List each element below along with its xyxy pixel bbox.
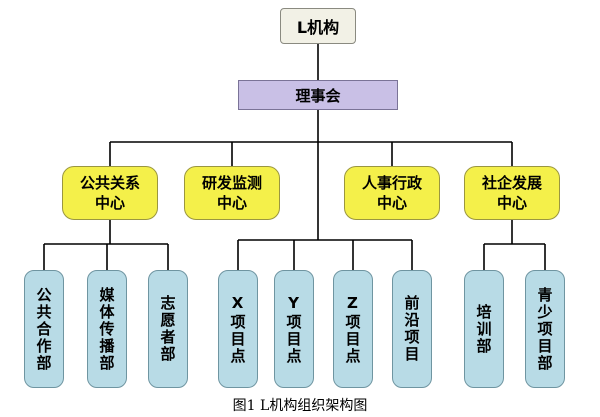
project-y: Y项目点 [274, 270, 314, 388]
dept-public-cooperation: 公共合作部 [24, 270, 64, 388]
center-label: 公共关系 中心 [79, 174, 140, 212]
dept-label: 青少项目部 [535, 286, 554, 372]
root-node: L机构 [280, 8, 356, 44]
dept-label: 公共合作部 [34, 286, 53, 372]
dept-youth-projects: 青少项目部 [525, 270, 565, 388]
dept-media: 媒体传播部 [87, 270, 127, 388]
dept-label: 培训部 [474, 303, 493, 355]
project-z: Z项目点 [333, 270, 373, 388]
figure-caption: 图1 L机构组织架构图 [232, 398, 368, 414]
dept-training: 培训部 [464, 270, 504, 388]
center-label: 社企发展 中心 [481, 174, 542, 212]
center-social-enterprise: 社企发展 中心 [464, 166, 560, 220]
project-frontier: 前沿项目 [392, 270, 432, 388]
dept-volunteer: 志愿者部 [148, 270, 188, 388]
root-label: L机构 [296, 18, 340, 37]
dept-label: 媒体传播部 [97, 286, 116, 372]
center-rd-monitoring: 研发监测 中心 [184, 166, 280, 220]
dept-label: 志愿者部 [158, 295, 177, 363]
project-label: Z项目点 [343, 293, 362, 365]
center-label: 人事行政 中心 [361, 174, 422, 212]
center-label: 研发监测 中心 [201, 174, 262, 212]
project-x: X项目点 [218, 270, 258, 388]
project-label: 前沿项目 [402, 295, 421, 363]
center-hr-admin: 人事行政 中心 [344, 166, 440, 220]
board-node: 理事会 [238, 80, 398, 110]
center-public-relations: 公共关系 中心 [62, 166, 158, 220]
board-label: 理事会 [295, 86, 341, 105]
project-label: X项目点 [228, 293, 247, 365]
project-label: Y项目点 [284, 293, 303, 365]
